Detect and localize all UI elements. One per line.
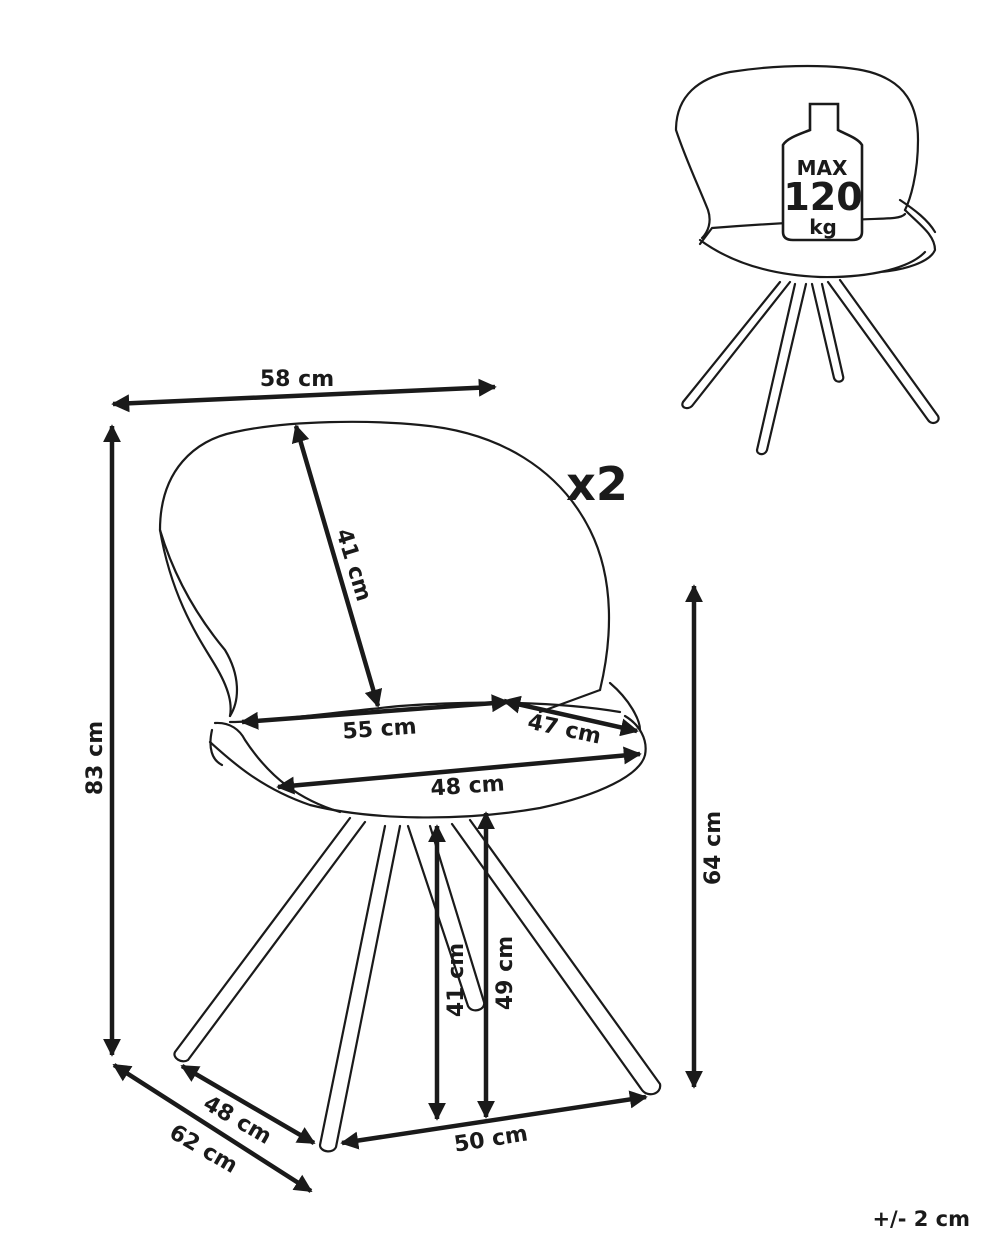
- label-seat-height-upper: 49 cm: [493, 936, 518, 1010]
- dim-line-seat-depth: [276, 746, 642, 795]
- max-load-line3: kg: [809, 215, 837, 239]
- chair-seat: [208, 714, 647, 819]
- weight-icon: [781, 102, 864, 242]
- max-load-illustration: MAX 120 kg: [674, 64, 940, 456]
- quantity-label: x2: [566, 457, 628, 511]
- label-arm-height: 64 cm: [701, 811, 726, 885]
- dimension-lines: [103, 378, 703, 1193]
- label-seat-height: 41 cm: [444, 943, 469, 1017]
- small-chair-legs: [681, 278, 940, 456]
- dim-line-armrest-depth: [502, 695, 639, 737]
- chair-leg-front-center: [318, 824, 402, 1153]
- dim-line-backrest-height: [291, 424, 383, 708]
- label-seat-depth: 48 cm: [430, 771, 506, 801]
- dimension-labels: 58 cm 83 cm 41 cm 55 cm 47 cm 48 cm 64 c…: [83, 367, 726, 1179]
- chair-arm-frame: [209, 681, 642, 814]
- label-overall-width: 58 cm: [260, 367, 334, 392]
- dim-line-overall-depth: [112, 1063, 313, 1193]
- max-load-line1: MAX: [797, 156, 848, 180]
- dim-line-base-width: [340, 1090, 648, 1150]
- dim-line-overall-width: [111, 378, 497, 413]
- small-chair-seat: [698, 208, 937, 279]
- chair-backrest-inner: [158, 528, 232, 718]
- tolerance-note: +/- 2 cm: [872, 1207, 970, 1231]
- chair-leg-front-right: [450, 818, 662, 1096]
- chair-backrest: [158, 420, 611, 718]
- chair-illustration: [158, 420, 662, 1153]
- label-base-width: 50 cm: [452, 1121, 529, 1157]
- label-seat-width: 55 cm: [342, 714, 418, 744]
- dim-line-seat-width: [240, 694, 510, 730]
- chair-leg-front-left: [173, 816, 367, 1063]
- small-chair-backrest: [674, 64, 920, 240]
- max-load-line2: 120: [783, 175, 862, 219]
- label-overall-height: 83 cm: [83, 721, 108, 795]
